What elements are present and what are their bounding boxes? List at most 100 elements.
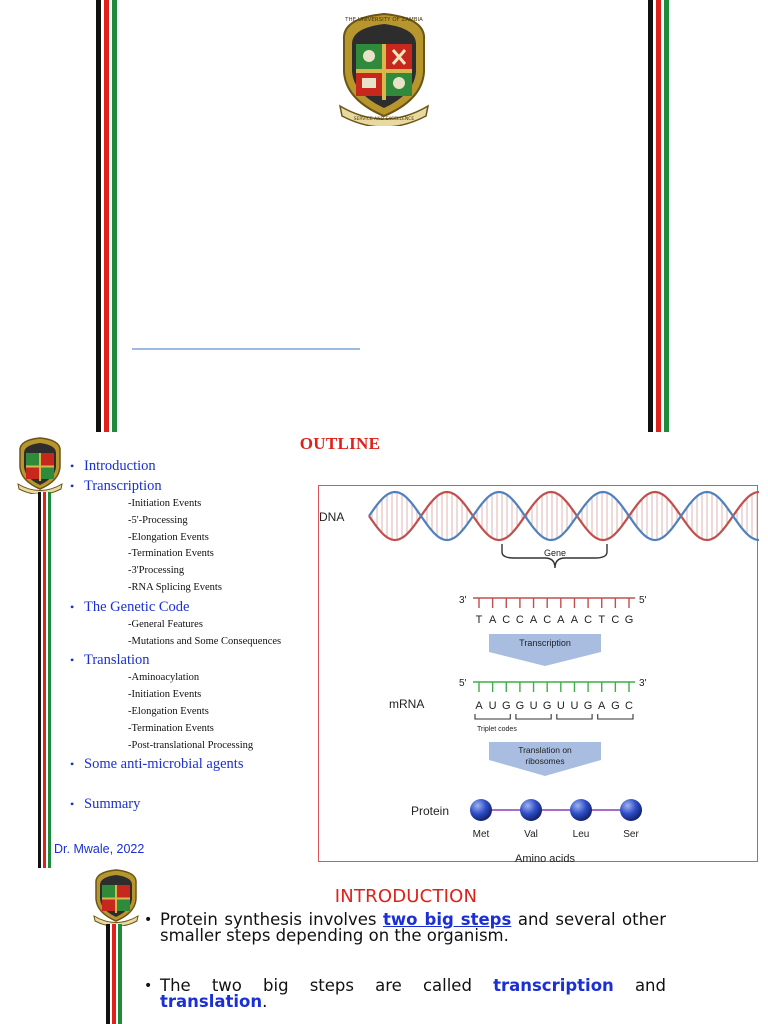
title-slide: THE UNIVERSITY OF ZAMBIA SERVICE AND EXC… bbox=[0, 0, 768, 432]
mrna-3prime-label: 3' bbox=[639, 678, 647, 689]
base-letter: G bbox=[625, 614, 634, 626]
translation-label-line1: Translation on bbox=[518, 745, 572, 755]
base-letter: A bbox=[489, 614, 497, 626]
introduction-title: INTRODUCTION bbox=[334, 886, 478, 907]
left-flag-stripes bbox=[38, 492, 51, 868]
gene-bracket bbox=[501, 544, 608, 569]
crest-motto-text: SERVICE AND EXCELLENCE bbox=[354, 116, 415, 122]
base-letter: U bbox=[570, 700, 578, 712]
translation-arrow bbox=[489, 742, 601, 776]
outline-list: •Introduction •Transcription -Initiation… bbox=[70, 456, 330, 814]
keyword-translation: translation bbox=[160, 992, 263, 1011]
base-letter: A bbox=[557, 614, 565, 626]
codon-bracket bbox=[515, 714, 552, 720]
transcription-label: Transcription bbox=[519, 638, 571, 648]
left-flag-stripes bbox=[96, 0, 117, 432]
dna-double-helix bbox=[368, 490, 759, 542]
right-flag-stripes bbox=[648, 0, 669, 432]
outline-subitem: -Initiation Events bbox=[128, 689, 202, 701]
outline-subitem: -Termination Events bbox=[128, 722, 214, 734]
base-letter: U bbox=[557, 700, 565, 712]
base-letter: C bbox=[625, 700, 633, 712]
dna-base-ticks bbox=[478, 598, 630, 608]
base-letter: A bbox=[571, 614, 579, 626]
base-letter: A bbox=[530, 614, 538, 626]
codon-brackets bbox=[474, 714, 634, 720]
crest-top-text: THE UNIVERSITY OF ZAMBIA bbox=[344, 17, 423, 23]
mrna-base-ticks bbox=[478, 682, 630, 692]
base-letter: T bbox=[598, 614, 605, 626]
bullet-transcription-translation: • The two big steps are called transcrip… bbox=[144, 976, 666, 1011]
outline-subitem: -Post-translational Processing bbox=[128, 739, 254, 751]
outline-item-antimicrobial: •Some anti-microbial agents bbox=[70, 756, 244, 773]
bullet-two-big-steps: • Protein synthesis involves two big ste… bbox=[144, 910, 666, 945]
left-flag-stripes bbox=[106, 924, 122, 1024]
base-letter: C bbox=[611, 614, 619, 626]
mrna-5prime-label: 5' bbox=[459, 678, 467, 689]
codon-bracket bbox=[556, 714, 593, 720]
amino-acid-name: Leu bbox=[573, 829, 590, 840]
outline-subitem: -3'Processing bbox=[128, 565, 185, 577]
outline-item-genetic-code: •The Genetic Code bbox=[70, 598, 190, 615]
university-crest-logo: THE UNIVERSITY OF ZAMBIA SERVICE AND EXC… bbox=[338, 12, 430, 126]
codon-bracket bbox=[474, 714, 511, 720]
keyword-transcription: transcription bbox=[493, 976, 614, 995]
outline-title: OUTLINE bbox=[299, 434, 381, 453]
outline-item-introduction: •Introduction bbox=[70, 458, 156, 474]
amino-acid-bead bbox=[520, 799, 542, 821]
outline-item-translation: •Translation bbox=[70, 652, 150, 669]
amino-acid-bead bbox=[570, 799, 592, 821]
base-letter: C bbox=[516, 614, 524, 626]
base-letter: C bbox=[502, 614, 510, 626]
amino-acid-name: Ser bbox=[623, 829, 639, 840]
mrna-label: mRNA bbox=[389, 697, 424, 711]
keyword-two-big-steps: two big steps bbox=[383, 910, 512, 929]
amino-acid-chain: Met Val Leu Ser bbox=[470, 799, 642, 840]
outline-subitem: -Aminoacylation bbox=[128, 672, 200, 684]
base-letter: G bbox=[543, 700, 552, 712]
outline-subitem: -RNA Splicing Events bbox=[128, 581, 222, 593]
base-letter: U bbox=[530, 700, 538, 712]
codon-bracket bbox=[597, 714, 634, 720]
dna-strand-blue bbox=[368, 490, 759, 542]
outline-subitem: -Termination Events bbox=[128, 548, 214, 560]
base-letter: G bbox=[502, 700, 511, 712]
university-crest-logo-small bbox=[17, 437, 63, 494]
dna-label: DNA bbox=[319, 510, 344, 524]
outline-subitem: -Elongation Events bbox=[128, 705, 209, 717]
author-credit: Dr. Mwale, 2022 bbox=[54, 842, 145, 856]
outline-subitem: -Mutations and Some Consequences bbox=[128, 635, 282, 647]
dna-5prime-label: 5' bbox=[639, 595, 647, 606]
dna-3prime-label: 3' bbox=[459, 595, 467, 606]
triplet-codes-label: Triplet codes bbox=[477, 726, 517, 733]
amino-acid-bead bbox=[470, 799, 492, 821]
base-letter: U bbox=[489, 700, 497, 712]
base-letter: C bbox=[543, 614, 551, 626]
outline-subitem: -Elongation Events bbox=[128, 531, 209, 543]
outline-subitem: -5'-Processing bbox=[128, 514, 188, 526]
title-placeholder-line bbox=[132, 348, 360, 350]
base-letter: A bbox=[475, 700, 483, 712]
amino-acid-bead bbox=[620, 799, 642, 821]
gene-label: Gene bbox=[544, 548, 566, 558]
introduction-slide: INTRODUCTION • Protein synthesis involve… bbox=[0, 868, 768, 1024]
protein-label: Protein bbox=[411, 804, 449, 818]
university-crest-logo-small bbox=[93, 869, 139, 926]
base-letter: G bbox=[611, 700, 620, 712]
amino-acid-name: Met bbox=[473, 829, 490, 840]
base-letter: C bbox=[584, 614, 592, 626]
dna-strand-red bbox=[368, 490, 759, 542]
base-letter: G bbox=[584, 700, 593, 712]
base-letter: A bbox=[598, 700, 606, 712]
outline-item-summary: •Summary bbox=[70, 796, 141, 813]
outline-slide: OUTLINE •Introduction •Transcription -In… bbox=[0, 432, 768, 868]
outline-subitem: -General Features bbox=[128, 618, 203, 630]
translation-label-line2: ribosomes bbox=[525, 756, 564, 766]
amino-acid-name: Val bbox=[524, 829, 538, 840]
outline-subitem: -Initiation Events bbox=[128, 498, 202, 509]
outline-item-transcription: •Transcription bbox=[70, 478, 162, 494]
base-letter: G bbox=[516, 700, 525, 712]
